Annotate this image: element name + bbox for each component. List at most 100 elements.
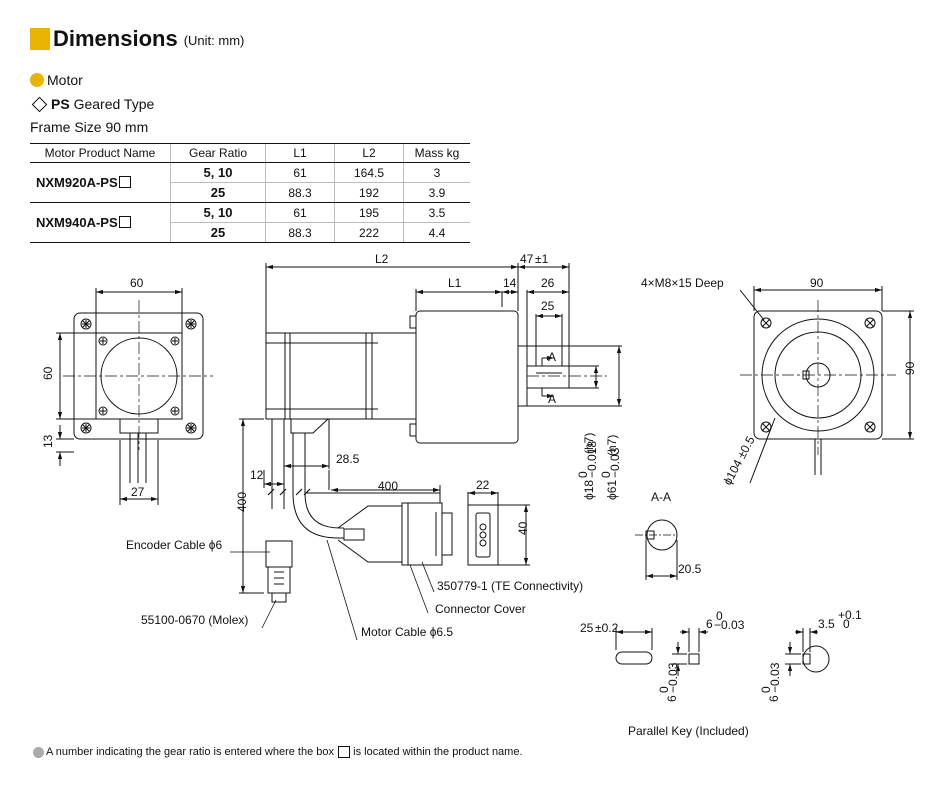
- front-view: [56, 288, 213, 505]
- header-l2: L2: [334, 143, 404, 163]
- key-depth-tol-top: +0.1: [838, 608, 862, 622]
- l2-cell: 164.5: [334, 162, 404, 183]
- dim-pcd-group: ϕ104 ±0.5: [720, 434, 758, 488]
- table-row: 25 88.3 192 3.9: [30, 182, 470, 203]
- callout-cover: Connector Cover: [435, 602, 526, 616]
- l1-cell: 88.3: [265, 222, 335, 243]
- l2-cell: 192: [334, 182, 404, 203]
- dim-400-horizontal: 400: [378, 479, 398, 493]
- dim-l2: L2: [375, 252, 389, 266]
- motor-connector: [401, 502, 443, 566]
- dim-90-side: 90: [903, 361, 917, 375]
- section-aa-view: [635, 519, 678, 580]
- gearhead: [415, 310, 519, 444]
- key-width: 6: [706, 617, 713, 631]
- mass-cell: 3.9: [403, 182, 470, 203]
- side-view: [239, 263, 622, 603]
- l2-cell: 222: [334, 222, 404, 243]
- title-unit: (Unit: mm): [183, 33, 245, 48]
- key-height-group: 6 0 −0.03: [657, 662, 680, 702]
- dim-pcd: ϕ104: [720, 457, 745, 487]
- gear-cell: 25: [170, 222, 266, 243]
- key-height: 6: [665, 695, 679, 702]
- callout-motor-cable: Motor Cable ϕ6.5: [361, 625, 453, 639]
- dim-phi18: ϕ18: [582, 480, 596, 500]
- dim-13: 13: [41, 434, 55, 448]
- motor-body: [265, 332, 373, 420]
- type-bold: PS: [51, 96, 70, 112]
- key-depth-height-group: 6 0 −0.03: [759, 662, 782, 702]
- table-row: NXM920A-PS 5, 10 61 164.5 3: [30, 162, 470, 203]
- key-height-tol-bot: −0.03: [666, 662, 680, 693]
- title-text: Dimensions: [53, 26, 178, 51]
- footnote: A number indicating the gear ratio is en…: [33, 746, 523, 758]
- flange-holes: 4×M8×15 Deep: [641, 276, 724, 290]
- title-marker: [30, 28, 50, 50]
- table-header-row: Motor Product Name Gear Ratio L1 L2 Mass…: [30, 143, 470, 163]
- dim-phi61-tol-top: 0: [599, 471, 613, 478]
- dim-27: 27: [131, 485, 145, 499]
- key-length: 25: [580, 621, 594, 635]
- encoder-connector: [265, 540, 293, 568]
- dim-400-vertical: 400: [235, 492, 249, 512]
- parallel-key-caption: Parallel Key (Included): [628, 724, 749, 738]
- flange-view: [739, 286, 914, 484]
- key-height-2: 6: [767, 695, 781, 702]
- dim-phi18-fit: (h7): [582, 433, 596, 454]
- mass-cell: 3.5: [403, 202, 470, 223]
- section-a-bottom: A: [548, 392, 556, 406]
- callout-molex: 55100-0670 (Molex): [141, 613, 248, 627]
- page-title: Dimensions (Unit: mm): [30, 28, 244, 50]
- gear-cell: 25: [170, 182, 266, 203]
- dim-40: 40: [516, 521, 530, 535]
- parallel-key-view: [615, 628, 830, 676]
- front-cables: [129, 433, 147, 483]
- footnote-dot-icon: [33, 746, 44, 758]
- gear-cell: 5, 10: [170, 202, 266, 223]
- callout-encoder-cable: Encoder Cable ϕ6: [126, 538, 222, 552]
- table-row: NXM940A-PS 5, 10 61 195 3.5: [30, 202, 470, 243]
- dim-phi61-group: ϕ61 0 −0.03 (h7): [599, 435, 622, 500]
- dim-47-tol: ±1: [535, 252, 549, 266]
- dim-28-5: 28.5: [336, 452, 360, 466]
- key-height-2-tol-bot: −0.03: [768, 662, 782, 693]
- dim-phi61-fit: (h7): [605, 435, 619, 456]
- dim-12: 12: [250, 468, 264, 482]
- key-depth-tol-bot: 0: [843, 617, 850, 631]
- dim-phi61: ϕ61: [605, 480, 619, 500]
- product-name: NXM920A-PS: [30, 162, 171, 203]
- dim-l1: L1: [448, 276, 462, 290]
- footnote-after: is located within the product name.: [353, 746, 523, 758]
- callout-te: 350779-1 (TE Connectivity): [437, 579, 583, 593]
- dim-20-5: 20.5: [678, 562, 702, 576]
- key-width-tol-bot: −0.03: [714, 618, 745, 632]
- dim-phi18-group: ϕ18 0 −0.018 (h7): [576, 433, 599, 500]
- box-icon: [118, 176, 131, 188]
- bullet-dot-icon: [30, 73, 44, 87]
- footnote-before: A number indicating the gear ratio is en…: [46, 746, 335, 758]
- type-rest: Geared Type: [73, 96, 155, 112]
- key-length-tol: ±0.2: [595, 621, 619, 635]
- section-motor: Motor: [30, 72, 83, 88]
- table-row: 25 88.3 222 4.4: [30, 222, 470, 243]
- dim-60-height: 60: [41, 366, 55, 380]
- gear-cell: 5, 10: [170, 162, 266, 183]
- box-icon: [338, 746, 351, 758]
- key-depth: 3.5: [818, 617, 835, 631]
- key-height-tol-top: 0: [657, 686, 671, 693]
- product-name: NXM940A-PS: [30, 202, 171, 243]
- header-mass: Mass kg: [403, 143, 470, 163]
- spec-table: Motor Product Name Gear Ratio L1 L2 Mass…: [30, 143, 470, 243]
- dim-26: 26: [541, 276, 555, 290]
- output-shaft: [526, 365, 570, 389]
- section-aa-label: A-A: [651, 490, 671, 504]
- l1-cell: 61: [265, 202, 335, 223]
- key-height-2-tol-top: 0: [759, 686, 773, 693]
- dim-phi61-tol-bot: −0.03: [608, 447, 622, 478]
- dim-90-top: 90: [810, 276, 824, 290]
- key-width-tol-top: 0: [716, 609, 723, 623]
- l1-cell: 61: [265, 162, 335, 183]
- connector-cover-view: [467, 490, 530, 566]
- leader-lines: [230, 539, 435, 641]
